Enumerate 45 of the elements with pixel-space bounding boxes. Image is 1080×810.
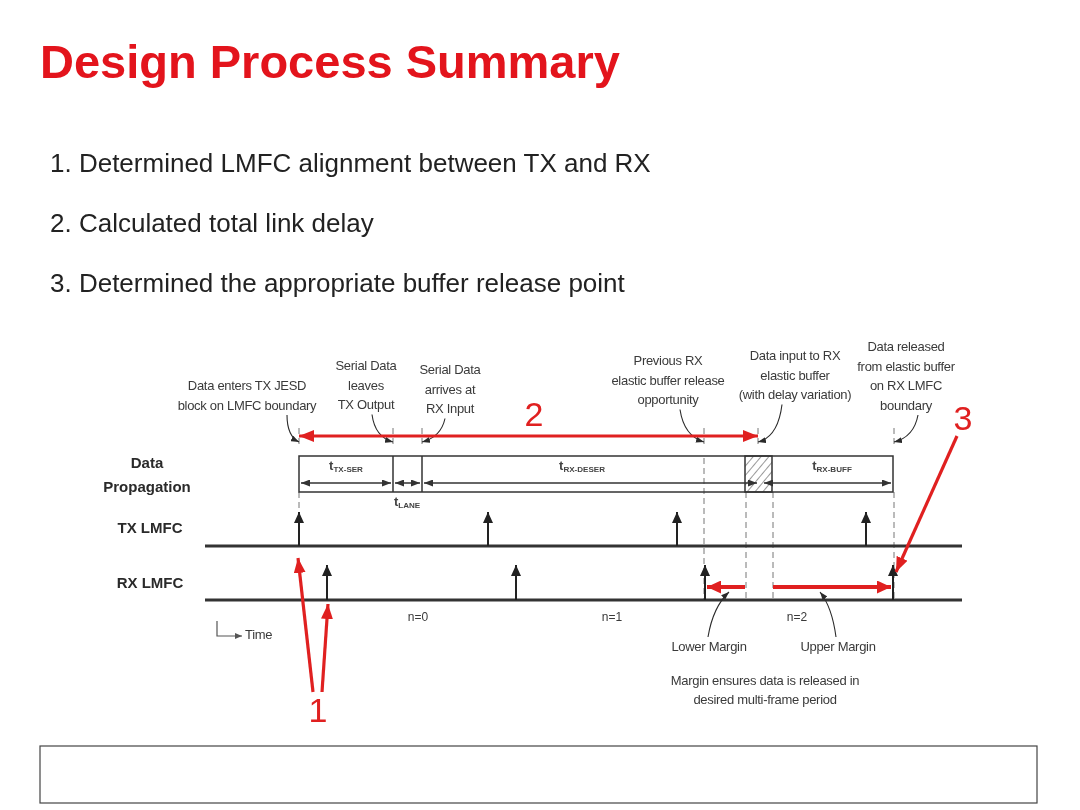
dashed-marker-line xyxy=(298,427,300,445)
interval-label: t$_{LANE}$ xyxy=(393,494,421,510)
dashed-marker-line xyxy=(703,427,705,445)
annotation-text: Lower Margin xyxy=(671,637,747,657)
annotation-text: Upper Margin xyxy=(800,637,876,657)
leader-line xyxy=(819,591,837,638)
annotation-text: Serial Data arrives at RX Input xyxy=(419,360,481,419)
dashed-marker-line xyxy=(893,427,895,445)
annotation-text: Data input to RX elastic buffer (with delay variation) xyxy=(738,346,852,405)
list-item: 3. Determined the appropriate buffer release point xyxy=(50,267,625,299)
pointer-arrow xyxy=(894,435,959,573)
list-item: 1. Determined LMFC alignment between TX and RX xyxy=(50,147,651,179)
leader-line xyxy=(286,414,300,443)
slide-title: Design Process Summary xyxy=(40,35,620,89)
annotation-text: Data enters TX JESD block on LMFC boundary xyxy=(177,376,317,415)
list-item: 2. Calculated total link delay xyxy=(50,207,374,239)
callout-number: 1 xyxy=(308,692,328,728)
interval-label: t$_{RX-BUFF}$ xyxy=(812,458,852,474)
dashed-marker-line xyxy=(392,427,394,445)
row-label: TX LMFC xyxy=(117,518,183,538)
dashed-marker-line xyxy=(421,427,423,445)
edge-label: 2 xyxy=(524,396,544,432)
interval-label: t$_{TX-SER}$ xyxy=(329,458,363,474)
annotation-text: Serial Data leaves TX Output xyxy=(335,356,397,415)
callout-number: 3 xyxy=(953,400,973,436)
pointer-arrow xyxy=(293,557,315,693)
leader-line xyxy=(707,591,730,638)
leader-line xyxy=(421,417,446,443)
annotation-text: Previous RX elastic buffer release opportunity xyxy=(611,351,725,410)
note-text: Margin ensures data is released in desired multi-frame period xyxy=(670,672,860,709)
row-label: Data Propagation xyxy=(103,453,191,497)
annotation-text: Data released from elastic buffer on RX LMFC boundary xyxy=(857,337,955,415)
pointer-arrow xyxy=(299,430,758,442)
leader-line xyxy=(679,408,705,443)
row-label: RX LMFC xyxy=(116,573,184,593)
leader-line xyxy=(893,414,919,443)
leader-line xyxy=(371,413,394,443)
leader-line xyxy=(757,403,783,443)
interval-label: t$_{RX-DESER}$ xyxy=(559,458,605,474)
axis-label: Time xyxy=(245,627,273,643)
period-label: n=2 xyxy=(786,610,808,625)
pointer-arrow xyxy=(320,603,333,693)
period-label: n=0 xyxy=(407,610,429,625)
period-label: n=1 xyxy=(601,610,623,625)
dashed-marker-line xyxy=(757,427,759,445)
